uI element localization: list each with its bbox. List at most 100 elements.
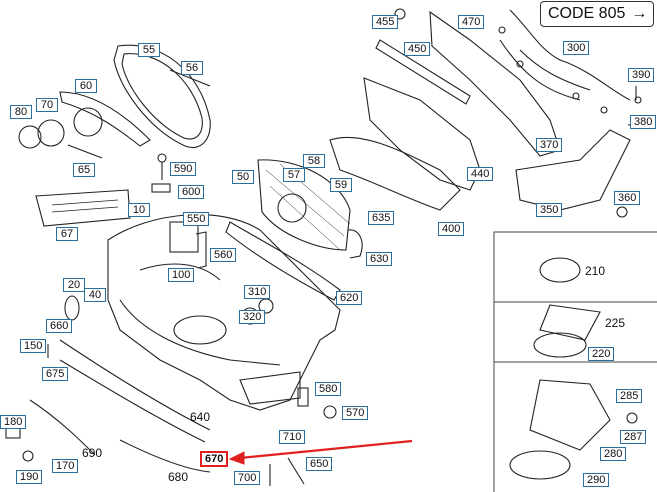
code-label: CODE 805 bbox=[548, 5, 626, 22]
sensor-part bbox=[169, 221, 199, 253]
callout-675[interactable]: 675 bbox=[42, 367, 69, 381]
callout-59[interactable]: 59 bbox=[330, 178, 352, 192]
callout-290[interactable]: 290 bbox=[583, 473, 610, 487]
callout-67[interactable]: 67 bbox=[56, 227, 78, 241]
callout-70[interactable]: 70 bbox=[36, 98, 58, 112]
callout-635[interactable]: 635 bbox=[368, 211, 395, 225]
strip-680-part bbox=[119, 439, 211, 473]
callout-560[interactable]: 560 bbox=[210, 248, 237, 262]
emblem-carrier-part bbox=[59, 91, 151, 147]
callout-580[interactable]: 580 bbox=[315, 382, 342, 396]
sensor-660-part bbox=[64, 295, 80, 321]
callout-57[interactable]: 57 bbox=[283, 168, 305, 182]
part-220-shape bbox=[533, 332, 587, 358]
trim-strip-part bbox=[169, 69, 211, 87]
detail-inset-panel bbox=[493, 231, 657, 492]
park-sensor-part bbox=[258, 298, 274, 314]
label-640: 640 bbox=[190, 410, 211, 424]
support-frame-part bbox=[363, 77, 481, 191]
label-225: 225 bbox=[605, 316, 626, 330]
callout-600[interactable]: 600 bbox=[178, 185, 205, 199]
callout-570[interactable]: 570 bbox=[342, 406, 369, 420]
callout-590[interactable]: 590 bbox=[170, 162, 197, 176]
callout-455[interactable]: 455 bbox=[372, 15, 399, 29]
side-bracket-part bbox=[515, 129, 631, 211]
callout-287[interactable]: 287 bbox=[620, 430, 647, 444]
clip-180-part bbox=[5, 427, 21, 439]
crossmember-part bbox=[329, 136, 461, 211]
badge-part bbox=[18, 125, 42, 149]
callout-550[interactable]: 550 bbox=[183, 212, 210, 226]
callout-150[interactable]: 150 bbox=[20, 339, 47, 353]
callout-60[interactable]: 60 bbox=[75, 79, 97, 93]
highlight-arrow bbox=[228, 439, 413, 465]
callout-310[interactable]: 310 bbox=[244, 285, 271, 299]
callout-100[interactable]: 100 bbox=[168, 268, 195, 282]
callout-350[interactable]: 350 bbox=[536, 203, 563, 217]
part-280-shape bbox=[529, 379, 611, 451]
callout-370[interactable]: 370 bbox=[536, 138, 563, 152]
callout-320[interactable]: 320 bbox=[239, 310, 266, 324]
insert-part bbox=[35, 189, 131, 227]
callout-280[interactable]: 280 bbox=[600, 447, 627, 461]
callout-670-highlighted[interactable]: 670 bbox=[200, 451, 229, 467]
lower-grille-part bbox=[225, 221, 341, 301]
callout-80[interactable]: 80 bbox=[10, 105, 32, 119]
screw-part bbox=[157, 153, 167, 163]
strip-640-part bbox=[59, 339, 211, 431]
grille-frame-part bbox=[113, 44, 211, 148]
bar-part bbox=[67, 144, 103, 159]
bracket-part bbox=[195, 231, 207, 269]
callout-170[interactable]: 170 bbox=[52, 459, 79, 473]
callout-58[interactable]: 58 bbox=[303, 154, 325, 168]
part-290-shape bbox=[509, 450, 571, 480]
callout-285[interactable]: 285 bbox=[616, 389, 643, 403]
label-210: 210 bbox=[585, 264, 606, 278]
callout-440[interactable]: 440 bbox=[467, 167, 494, 181]
callout-380[interactable]: 380 bbox=[630, 115, 657, 129]
top-screw-part bbox=[394, 8, 406, 20]
part-210-shape bbox=[539, 257, 581, 283]
label-690: 690 bbox=[82, 446, 103, 460]
callout-630[interactable]: 630 bbox=[366, 252, 393, 266]
strip-650-part bbox=[287, 457, 305, 485]
callout-40[interactable]: 40 bbox=[84, 288, 106, 302]
part-287-shape bbox=[626, 412, 638, 424]
screw-570-part bbox=[323, 405, 337, 419]
label-680: 680 bbox=[168, 470, 189, 484]
callout-300[interactable]: 300 bbox=[563, 41, 590, 55]
callout-360[interactable]: 360 bbox=[614, 191, 641, 205]
arrow-right-icon: → bbox=[631, 5, 648, 22]
callout-650[interactable]: 650 bbox=[306, 457, 333, 471]
callout-190[interactable]: 190 bbox=[16, 470, 43, 484]
callout-700[interactable]: 700 bbox=[234, 471, 261, 485]
upper-strip-part bbox=[375, 39, 471, 105]
callout-20[interactable]: 20 bbox=[63, 278, 85, 292]
star-emblem-part bbox=[37, 119, 65, 147]
callout-10[interactable]: 10 bbox=[128, 203, 150, 217]
camera-part bbox=[347, 229, 363, 259]
callout-50[interactable]: 50 bbox=[232, 170, 254, 184]
callout-710[interactable]: 710 bbox=[279, 430, 306, 444]
wire-harness-part bbox=[499, 9, 631, 101]
callout-620[interactable]: 620 bbox=[336, 291, 363, 305]
callout-660[interactable]: 660 bbox=[46, 319, 73, 333]
callout-55[interactable]: 55 bbox=[138, 43, 160, 57]
callout-56[interactable]: 56 bbox=[181, 61, 203, 75]
code-button[interactable]: CODE 805 → bbox=[540, 1, 654, 27]
clip-part bbox=[151, 183, 171, 193]
strip-690-part bbox=[29, 399, 96, 456]
clip-580-part bbox=[297, 387, 309, 407]
callout-470[interactable]: 470 bbox=[458, 15, 485, 29]
callout-180[interactable]: 180 bbox=[0, 415, 27, 429]
bumper-cover-part bbox=[107, 214, 341, 411]
screw-190-part bbox=[22, 450, 34, 462]
part-225-shape bbox=[539, 304, 601, 341]
callout-450[interactable]: 450 bbox=[404, 42, 431, 56]
callout-390[interactable]: 390 bbox=[628, 68, 655, 82]
callout-65[interactable]: 65 bbox=[73, 163, 95, 177]
callout-400[interactable]: 400 bbox=[438, 222, 465, 236]
callout-220[interactable]: 220 bbox=[588, 347, 615, 361]
